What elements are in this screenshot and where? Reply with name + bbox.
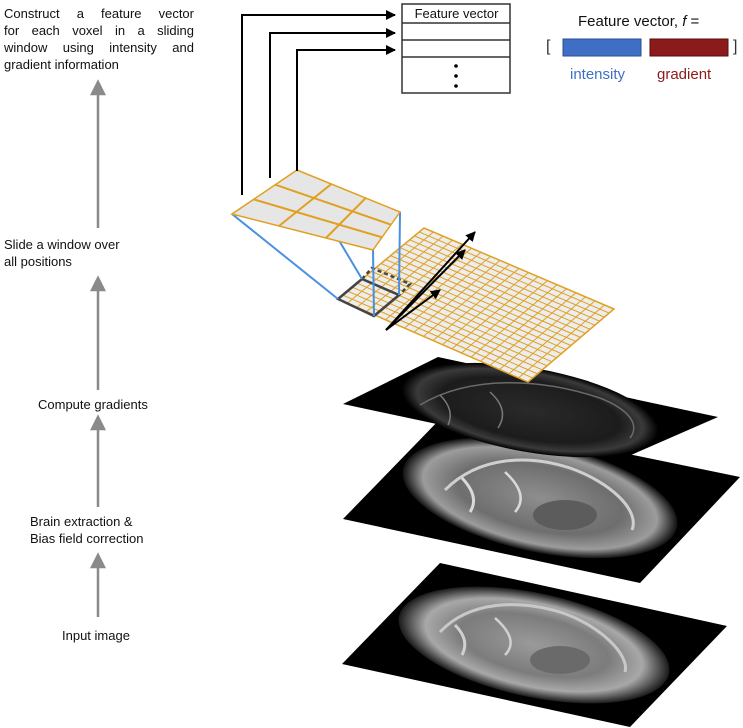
intensity-bar xyxy=(562,38,642,57)
grid-line xyxy=(325,197,367,239)
grid-line xyxy=(380,263,572,346)
grid-line xyxy=(399,247,591,330)
bias-corrected-slice xyxy=(343,416,740,583)
legend-title: Feature vector, f = xyxy=(578,13,699,30)
voxel-grid-plane xyxy=(336,227,616,383)
legend-title-text: Feature vector, xyxy=(578,13,683,30)
process-flow-arrows xyxy=(89,79,107,617)
grid-line xyxy=(376,266,567,351)
grid-line xyxy=(419,231,610,314)
grid-line xyxy=(409,239,600,322)
legend-bracket-open: [ xyxy=(546,38,551,55)
construct-line-2: for each voxel in a sliding xyxy=(4,23,194,38)
step-input-image: Input image xyxy=(62,628,130,643)
grid-line xyxy=(278,183,332,227)
grid-line xyxy=(390,255,581,338)
grid-line xyxy=(395,251,586,334)
enlarged-window xyxy=(230,169,402,251)
feature-vector-table xyxy=(401,3,511,94)
brain-line-1: Brain extraction & xyxy=(30,514,133,529)
input-image-slice xyxy=(342,563,727,727)
legend-bracket-close: ] xyxy=(733,38,738,55)
feature-vector-header: Feature vector xyxy=(414,6,499,21)
construct-line-3: window using intensity and xyxy=(4,40,194,55)
gradient-slice xyxy=(343,357,718,462)
grid-line xyxy=(371,270,562,355)
grid-line xyxy=(253,198,383,239)
gradient-bar xyxy=(649,38,729,57)
construct-line-1: Construct a feature vector xyxy=(4,6,194,21)
grid-line xyxy=(352,286,543,371)
grid-line xyxy=(347,290,538,375)
brain-line-2: Bias field correction xyxy=(30,531,144,546)
legend-title-suffix: = xyxy=(686,13,700,30)
grid-line xyxy=(275,183,392,226)
window-movement-arrows xyxy=(385,231,476,331)
step-brain-extraction: Brain extraction & Bias field correction xyxy=(30,513,143,547)
gradient-label: gradient xyxy=(657,66,712,83)
grid-line xyxy=(385,259,576,342)
grid-line xyxy=(414,235,605,318)
legend-title-symbol: f xyxy=(682,13,687,30)
step-compute-gradients: Compute gradients xyxy=(38,397,148,412)
construct-line-4: gradient information xyxy=(4,57,119,72)
step-construct-feature-vector: Construct a feature vector for each voxe… xyxy=(4,5,194,73)
slide-line-1: Slide a window over xyxy=(4,237,120,252)
intensity-label: intensity xyxy=(570,66,626,83)
feature-vector-connectors xyxy=(241,10,396,195)
grid-line xyxy=(356,282,548,367)
step-slide-window: Slide a window over all positions xyxy=(4,236,120,270)
grid-line xyxy=(404,243,596,326)
slide-line-2: all positions xyxy=(4,254,72,269)
feature-vector-dots xyxy=(454,64,458,88)
